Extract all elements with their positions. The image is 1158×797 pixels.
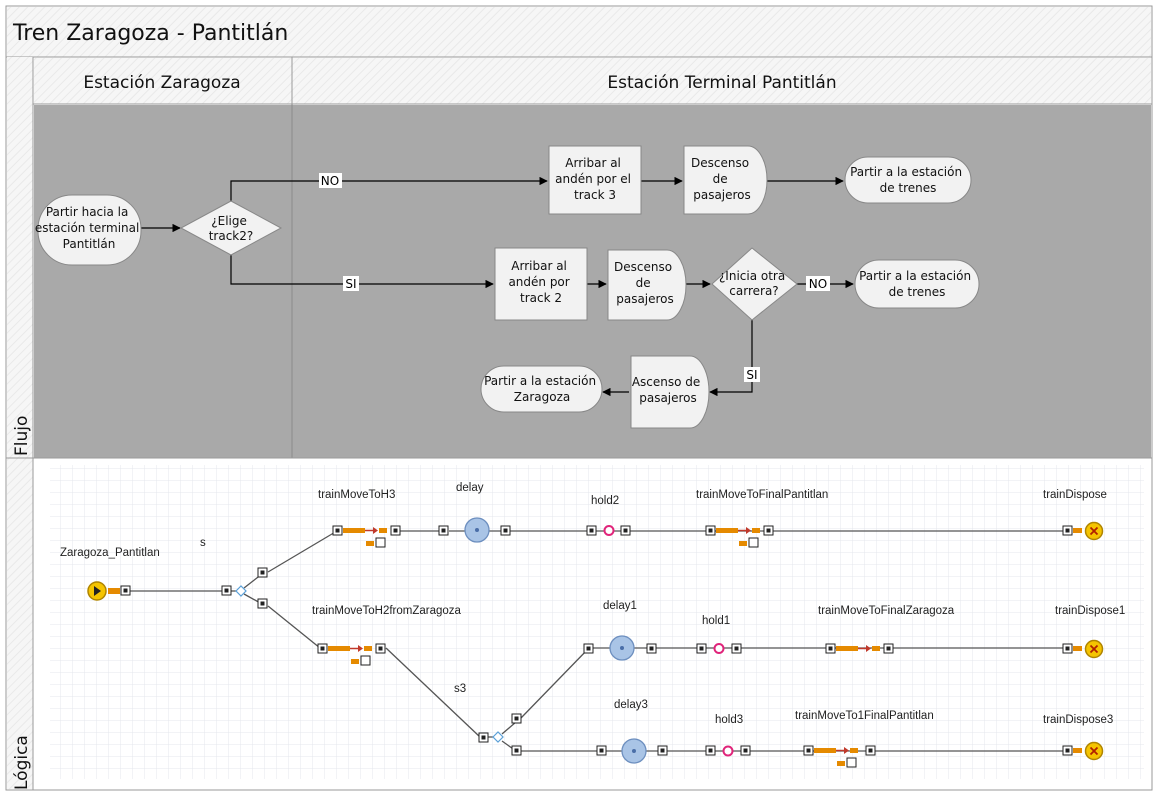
decision-new-run[interactable]: ¿Inicia otra carrera? [711, 247, 798, 321]
svg-text:Descenso de pasaje: Descenso de pasajeros [614, 260, 676, 306]
dispose1-label: trainDispose1 [1055, 605, 1125, 617]
title-bar [7, 7, 1151, 57]
svg-text:Partir hacia la estación: Partir hacia la estación terminal Pantit… [35, 205, 143, 251]
flow-connectors [141, 176, 854, 397]
si-edge-label: SI [345, 277, 356, 291]
start-node[interactable]: Partir hacia la estación terminal Pantit… [35, 194, 143, 266]
dispose3-block[interactable] [1062, 741, 1104, 761]
flow-side-label: Flujo [12, 416, 32, 456]
move-final-zaragoza-block[interactable] [825, 643, 894, 654]
source-label: Zaragoza_Pantitlan [60, 547, 160, 559]
logic-side-label: Lógica [12, 735, 32, 790]
move-final-zaragoza-label: trainMoveToFinalZaragoza [818, 605, 955, 617]
hold3-block[interactable] [705, 745, 751, 757]
delay-label: delay [456, 482, 484, 494]
side-column [7, 57, 33, 789]
select-s3-block[interactable] [478, 713, 522, 756]
arrive-track3-node[interactable]: Arribar al andén por el track 3 [548, 145, 642, 215]
delay3-block[interactable] [596, 738, 668, 764]
select-s3-label: s3 [454, 683, 466, 695]
depart-zaragoza-node[interactable]: Partir a la estación Zaragoza [480, 365, 603, 413]
select-s-block[interactable] [221, 567, 268, 609]
hold1-label: hold1 [702, 615, 730, 627]
svg-text:Arribar al andén por el: Arribar al andén por el track 3 [555, 156, 635, 202]
si-edge-label-2: SI [746, 368, 757, 382]
descent-mid-node[interactable]: Descenso de pasajeros [607, 249, 687, 321]
dispose-block[interactable] [1062, 521, 1104, 541]
svg-text:Descenso de pasaje: Descenso de pasajeros [691, 156, 753, 202]
svg-text:Partir a la estación Zar: Partir a la estación Zaragoza [484, 374, 600, 404]
source-block[interactable] [87, 581, 131, 601]
move-h3-block[interactable] [332, 525, 401, 548]
dispose-label: trainDispose [1043, 489, 1107, 501]
svg-text:Ascenso de pasajeros: Ascenso de pasajeros [632, 375, 704, 405]
svg-text:¿Inicia otra carrera?: ¿Inicia otra carrera? [719, 269, 789, 298]
svg-text:Partir a la estación de: Partir a la estación de trenes [850, 165, 966, 195]
no-edge-label-2: NO [809, 277, 827, 291]
diagram-title: Tren Zaragoza - Pantitlán [12, 21, 288, 46]
arrive-track2-node[interactable]: Arribar al andén por track 2 [494, 247, 588, 321]
delay3-label: delay3 [614, 699, 648, 711]
dispose1-block[interactable] [1062, 639, 1104, 659]
move-h3-label: trainMoveToH3 [318, 489, 395, 501]
ascent-node[interactable]: Ascenso de pasajeros [630, 355, 710, 429]
select-s-label: s [200, 537, 206, 549]
depart-top-node[interactable]: Partir a la estación de trenes [844, 156, 972, 204]
move-1final-pantitlan-label: trainMoveTo1FinalPantitlan [795, 710, 934, 722]
move-final-pantitlan-block[interactable] [705, 525, 774, 548]
hold1-block[interactable] [696, 643, 742, 654]
lane-header-bar [34, 58, 1151, 104]
depart-mid-node[interactable]: Partir a la estación de trenes [854, 259, 980, 309]
no-edge-label: NO [321, 174, 339, 188]
hold2-label: hold2 [591, 495, 619, 507]
svg-text:Partir a la estación de: Partir a la estación de trenes [859, 269, 975, 299]
descent-top-node[interactable]: Descenso de pasajeros [683, 145, 768, 215]
svg-text:Arribar al andén por: Arribar al andén por track 2 [508, 259, 573, 305]
hold2-block[interactable] [586, 525, 631, 536]
move-h2-block[interactable] [317, 643, 386, 666]
hold3-label: hold3 [715, 714, 743, 726]
decision-track2[interactable]: ¿Elige track2? [179, 200, 283, 256]
move-final-pantitlan-label: trainMoveToFinalPantitlan [696, 489, 828, 501]
lane-header-zaragoza: Estación Zaragoza [83, 73, 240, 93]
svg-text:¿Elige track2?: ¿Elige track2? [209, 214, 254, 243]
delay1-label: delay1 [603, 600, 637, 612]
move-h2-label: trainMoveToH2fromZaragoza [312, 605, 462, 617]
lane-header-pantitlan: Estación Terminal Pantitlán [607, 73, 836, 93]
dispose3-label: trainDispose3 [1043, 714, 1113, 726]
delay-block[interactable] [438, 517, 511, 543]
move-1final-pantitlan-block[interactable] [803, 745, 876, 768]
delay1-block[interactable] [583, 635, 657, 661]
